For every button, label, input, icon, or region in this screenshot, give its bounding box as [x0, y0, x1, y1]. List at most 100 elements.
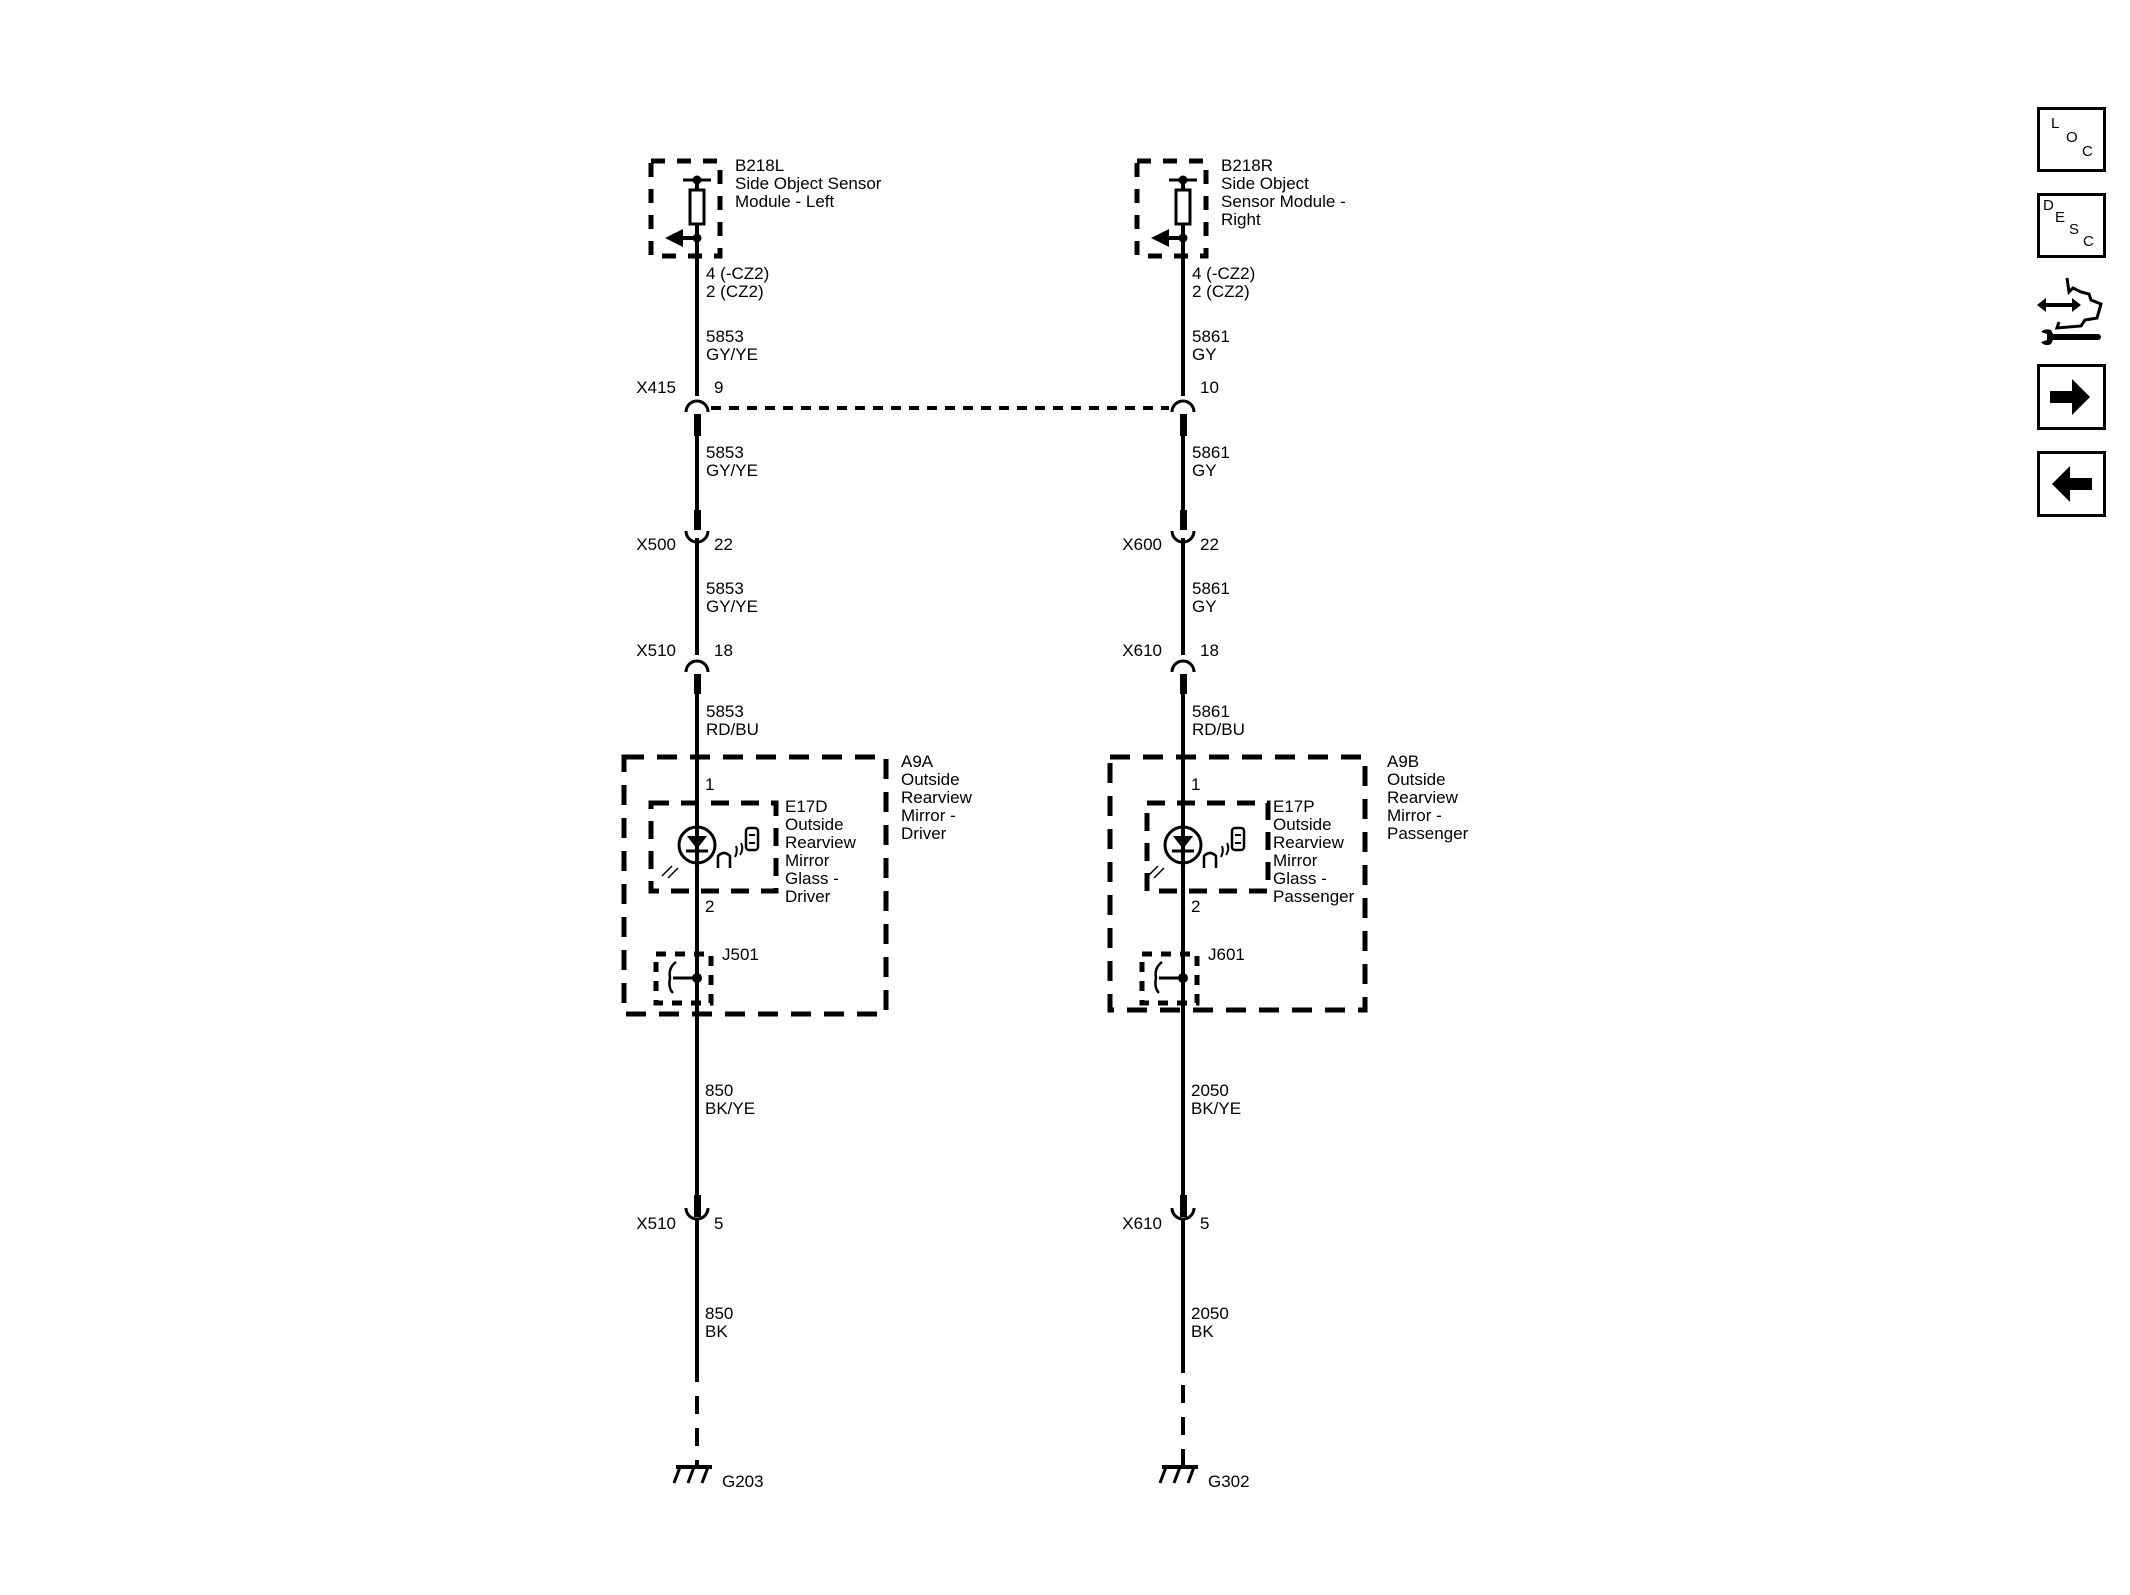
location-button[interactable]: L O C	[2037, 107, 2106, 172]
module-b218r-outline	[1134, 158, 1209, 259]
module-b218r-name-3: Right	[1221, 210, 1261, 229]
glass-e17p-name-5: Passenger	[1273, 887, 1355, 906]
description-icon: D E S C	[2040, 196, 2103, 255]
module-b218l-pin-a: 4 (-CZ2)	[706, 264, 770, 283]
glass-pin-in: 1	[705, 775, 715, 794]
arrow-right-icon	[2050, 379, 2090, 415]
wire-circuit-number: 850	[705, 1304, 734, 1323]
ground-g302: G302	[1208, 1472, 1250, 1491]
glass-e17d-name-3: Mirror	[785, 851, 830, 870]
connector-id: X610	[1122, 1214, 1162, 1233]
assembly-a9a-name-2: Rearview	[901, 788, 972, 807]
wire-color: BK	[705, 1322, 728, 1341]
assembly-a9a-name-4: Driver	[901, 824, 947, 843]
left-circuit	[621, 158, 889, 1484]
loc-letter-c: C	[2082, 143, 2093, 160]
wire-circuit-number: 5861	[1192, 702, 1230, 721]
wire-color: GY/YE	[706, 345, 758, 364]
connector-id: X415	[636, 378, 676, 397]
assembly-a9a-name-1: Outside	[901, 770, 960, 789]
wire-color: RD/BU	[1192, 720, 1245, 739]
connector-pin: 18	[1200, 641, 1219, 660]
wire-circuit-number: 5861	[1192, 443, 1230, 462]
module-b218l-outline	[648, 158, 723, 259]
module-b218l-id: B218L	[735, 156, 785, 175]
connector-pin: 5	[714, 1214, 724, 1233]
module-b218r-pin-a: 4 (-CZ2)	[1192, 264, 1256, 283]
splice-j601-outline	[1139, 951, 1200, 1006]
wire-circuit-number: 5853	[706, 443, 744, 462]
assembly-a9a-id: A9A	[901, 752, 934, 771]
glass-e17d-name-5: Driver	[785, 887, 831, 906]
module-b218r-id: B218R	[1221, 156, 1273, 175]
glass-e17d-name-1: Outside	[785, 815, 844, 834]
desc-letter-e: E	[2055, 209, 2066, 226]
glass-e17p-id: E17P	[1273, 797, 1315, 816]
connector-id: X500	[636, 535, 676, 554]
description-button[interactable]: D E S C	[2037, 193, 2106, 258]
glass-pin-in: 1	[1191, 775, 1201, 794]
wire-circuit-number: 5853	[706, 579, 744, 598]
wire-color: GY	[1192, 461, 1217, 480]
wire-circuit-number: 850	[705, 1081, 734, 1100]
wire-circuit-number: 5861	[1192, 327, 1230, 346]
wire-color: BK/YE	[1191, 1099, 1242, 1118]
connector-pin: 5	[1200, 1214, 1210, 1233]
glass-e17p-name-3: Mirror	[1273, 851, 1318, 870]
assembly-a9a-name-3: Mirror -	[901, 806, 956, 825]
loc-letter-l: L	[2051, 115, 2060, 132]
wire-color: GY/YE	[706, 461, 758, 480]
arrow-left-icon	[2052, 466, 2092, 502]
wire-circuit-number: 2050	[1191, 1081, 1229, 1100]
desc-letter-c: C	[2083, 233, 2094, 250]
desc-letter-d: D	[2043, 197, 2054, 214]
connector-pin: 18	[714, 641, 733, 660]
wire-color: GY/YE	[706, 597, 758, 616]
wire-circuit-number: 5861	[1192, 579, 1230, 598]
next-button[interactable]	[2037, 364, 2106, 430]
connector-pin: 9	[714, 378, 724, 397]
wire-color: BK/YE	[705, 1099, 756, 1118]
connector-id: X600	[1122, 535, 1162, 554]
splice-j501-id: J501	[722, 945, 759, 964]
splice-j601-id: J601	[1208, 945, 1245, 964]
connector-id: X610	[1122, 641, 1162, 660]
desc-letter-s: S	[2069, 221, 2080, 238]
glass-e17d-id: E17D	[785, 797, 828, 816]
module-b218l-pin-b: 2 (CZ2)	[706, 282, 764, 301]
glass-e17d-name-2: Rearview	[785, 833, 856, 852]
glass-e17p-outline	[1144, 800, 1271, 894]
wire-color: BK	[1191, 1322, 1214, 1341]
right-circuit	[1107, 158, 1368, 1484]
module-b218l-name-1: Side Object Sensor	[735, 174, 882, 193]
wire-circuit-number: 5853	[706, 327, 744, 346]
connector-pin: 22	[714, 535, 733, 554]
assembly-a9b-name-3: Mirror -	[1387, 806, 1442, 825]
glass-e17p-name-4: Glass -	[1273, 869, 1327, 888]
glass-e17d-name-4: Glass -	[785, 869, 839, 888]
glass-pin-out: 2	[1191, 897, 1201, 916]
connector-wrench-icon	[2037, 277, 2103, 346]
module-b218r-pin-b: 2 (CZ2)	[1192, 282, 1250, 301]
wire-color: GY	[1192, 345, 1217, 364]
module-b218l-name-2: Module - Left	[735, 192, 835, 211]
glass-e17p-name-2: Rearview	[1273, 833, 1344, 852]
connector-pin: 10	[1200, 378, 1219, 397]
module-b218r-name-2: Sensor Module -	[1221, 192, 1346, 211]
wire-color: GY	[1192, 597, 1217, 616]
wire-circuit-number: 2050	[1191, 1304, 1229, 1323]
assembly-a9b-name-2: Rearview	[1387, 788, 1458, 807]
glass-e17d-outline	[648, 800, 779, 894]
connector-id: X510	[636, 1214, 676, 1233]
splice-j501-outline	[653, 951, 714, 1006]
location-icon: L O C	[2040, 110, 2103, 169]
assembly-a9b-name-1: Outside	[1387, 770, 1446, 789]
assembly-a9b-outline	[1107, 754, 1368, 1013]
assembly-a9b-name-4: Passenger	[1387, 824, 1469, 843]
assembly-a9b-id: A9B	[1387, 752, 1420, 771]
connector-id: X510	[636, 641, 676, 660]
previous-button[interactable]	[2037, 451, 2106, 517]
loc-letter-o: O	[2066, 129, 2078, 146]
connector-info-button[interactable]	[2037, 274, 2109, 350]
